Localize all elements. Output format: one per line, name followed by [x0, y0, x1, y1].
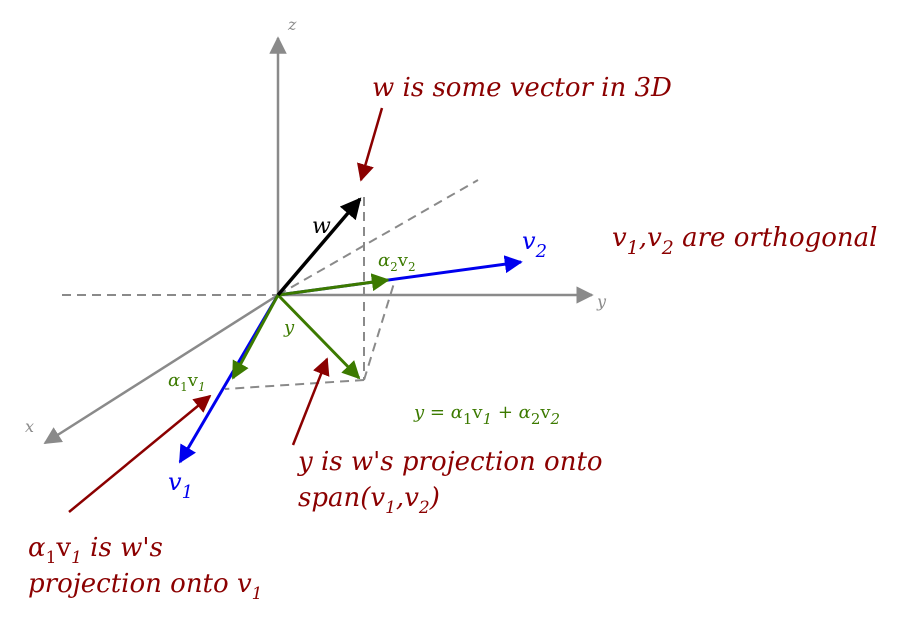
y-axis-label: y: [596, 292, 607, 311]
x-axis-label: x: [25, 417, 34, 436]
y-equation: y = α1v1 + α2v2: [413, 402, 560, 428]
z-axis-label: z: [287, 15, 297, 34]
xy-plane-diagonal: [277, 179, 479, 296]
y-projection-note-line1: y is w's projection onto: [297, 447, 603, 477]
annotation-arrows: [68, 107, 384, 513]
w-note-text: w is some vector in 3D: [372, 73, 672, 103]
alpha1v1-vector: [231, 294, 280, 380]
w-note-arrow: [357, 107, 384, 182]
a1v1-note-line2: projection onto v1: [28, 569, 262, 604]
alpha2v2-vector: [277, 273, 390, 297]
axes: [43, 36, 594, 445]
y-proj-arrow: [291, 357, 330, 446]
y-vector: [276, 293, 361, 380]
dashed-guides: [62, 179, 479, 390]
v2-label: v2: [522, 227, 547, 262]
y-projection-note-line2: span(v1,v2): [298, 483, 440, 518]
orthogonal-note: v1,v2 are orthogonal: [612, 223, 878, 259]
x-axis: [43, 293, 279, 445]
a1v1-note-line1: α1v1 is w's: [28, 533, 163, 568]
y-to-v1-guide: [224, 379, 365, 390]
alpha1v1-label: α1v1: [168, 370, 206, 394]
a1v1-arrow: [68, 394, 212, 513]
alpha2v2-label: α2v2: [378, 250, 416, 274]
w-vector: [276, 197, 362, 297]
v1-label: v1: [168, 468, 193, 503]
w-label: w: [312, 214, 331, 239]
y-to-v2-guide: [363, 279, 396, 381]
y-label: y: [283, 317, 295, 338]
